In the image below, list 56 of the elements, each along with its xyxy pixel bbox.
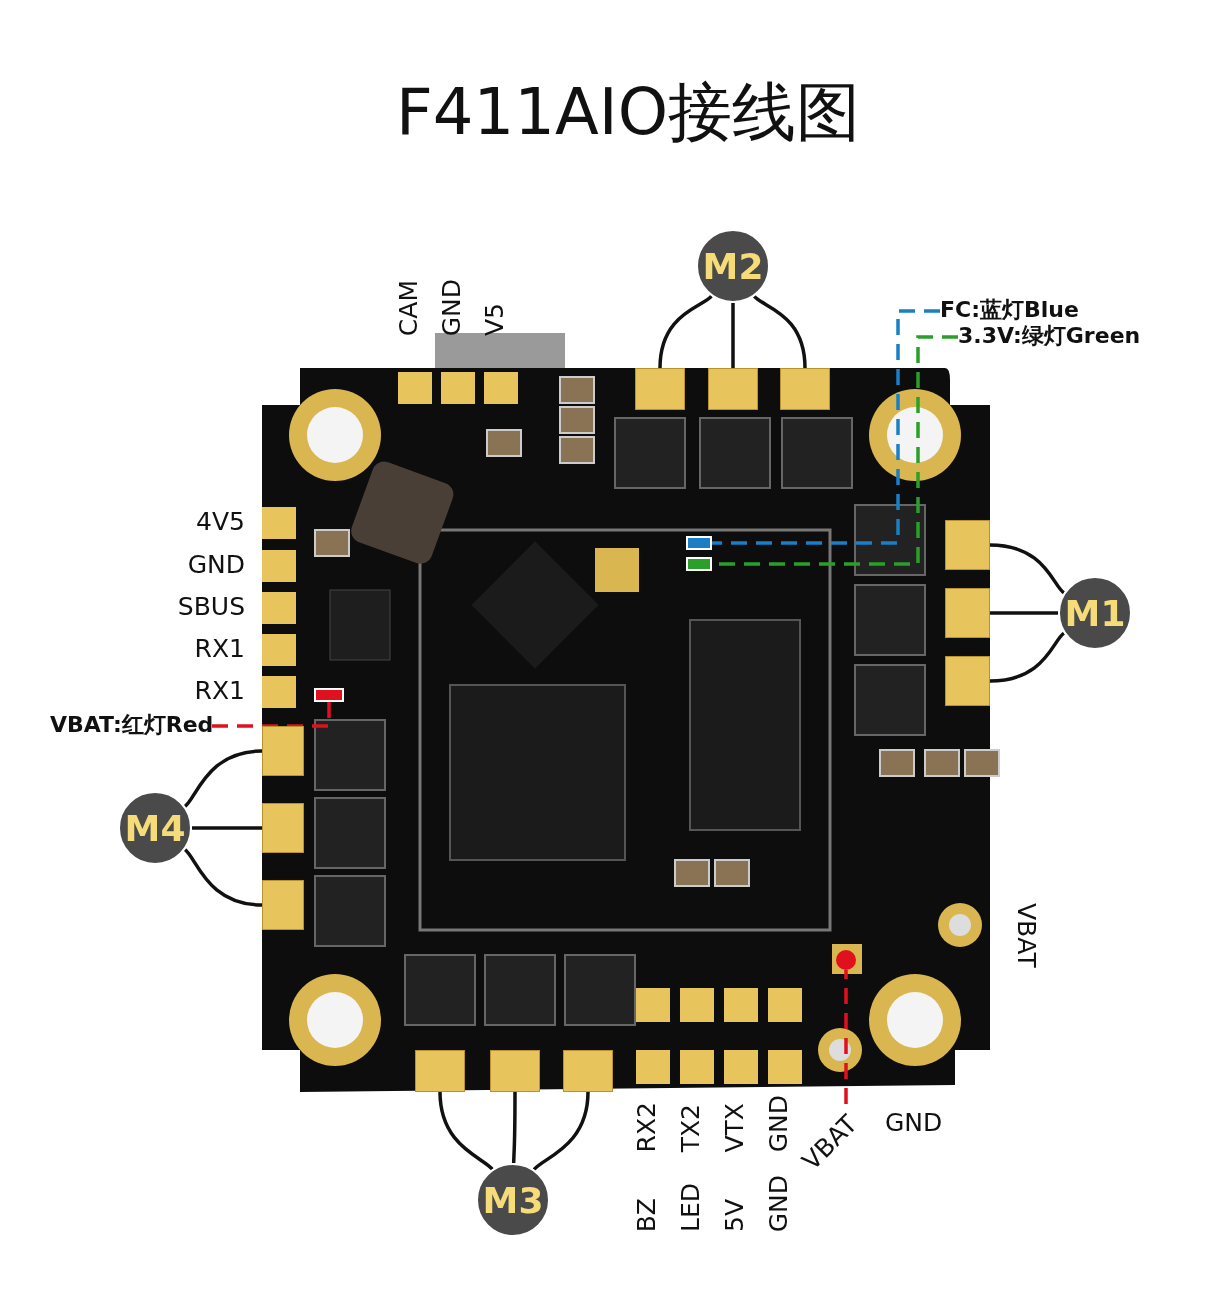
pin-label: GND [766, 1094, 791, 1152]
motor-pad [780, 368, 830, 410]
motor-badge: M4 [118, 791, 192, 865]
led-label: VBAT:红灯Red [50, 714, 212, 738]
motor-pad [262, 726, 304, 776]
pin-label: VBAT [1014, 903, 1039, 968]
motor-pad [563, 1050, 613, 1092]
pin-label: CAM [396, 279, 421, 336]
connector-line [183, 848, 263, 907]
pin-label: 4V5 [196, 509, 245, 534]
pin-label: LED [678, 1183, 703, 1232]
connector-line [511, 1092, 517, 1164]
leader-line [212, 702, 331, 728]
motor-pad [262, 880, 304, 930]
motor-pad [635, 368, 685, 410]
motor-pad [945, 656, 990, 706]
motor-pad [262, 803, 304, 853]
led-label: FC:蓝灯Blue [940, 299, 1110, 323]
pin-label: BZ [634, 1197, 659, 1232]
pin-label: GND [766, 1174, 791, 1232]
leader-line [844, 970, 848, 1106]
pin-label: TX2 [678, 1103, 703, 1152]
pin-label: VTX [722, 1102, 747, 1152]
connector-line [438, 1091, 494, 1171]
connector-line [990, 611, 1058, 615]
connector-line [192, 826, 262, 830]
connector-line [731, 303, 735, 368]
motor-pad [708, 368, 758, 410]
connector-line [658, 294, 713, 369]
pin-label: V5 [482, 303, 507, 336]
pin-label: SBUS [177, 594, 245, 619]
connector-line [989, 543, 1066, 595]
pin-label: RX2 [634, 1101, 659, 1152]
connector-line [183, 749, 263, 808]
motor-badge: M2 [696, 229, 770, 303]
led-light [686, 557, 712, 571]
pin-label: RX1 [194, 678, 245, 703]
led-light [686, 536, 712, 550]
pin-label: RX1 [194, 636, 245, 661]
motor-badge: M3 [476, 1163, 550, 1237]
motor-pad [945, 588, 990, 638]
motor-pad [490, 1050, 540, 1092]
leader-line [712, 309, 940, 545]
motor-badge: M1 [1058, 576, 1132, 650]
pin-label: GND [439, 278, 464, 336]
pin-label: 5V [722, 1199, 747, 1232]
led-light [314, 688, 344, 702]
connector-line [753, 295, 807, 369]
motor-pad [945, 520, 990, 570]
connector-line [532, 1091, 590, 1171]
pin-label: GND [187, 552, 245, 577]
connector-line [989, 631, 1066, 683]
pin-label: GND [885, 1110, 943, 1135]
led-label: 3.3V:绿灯Green [958, 325, 1158, 349]
motor-pad [415, 1050, 465, 1092]
title: F411AIO接线图 [396, 75, 860, 149]
